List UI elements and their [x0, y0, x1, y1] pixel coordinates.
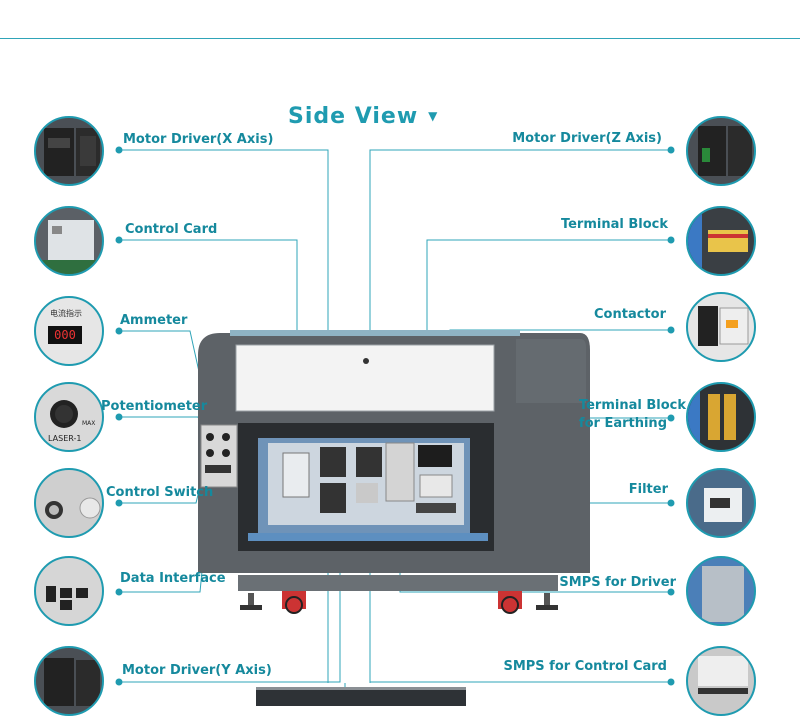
label-terminal-block-earthing: Terminal Block	[578, 398, 686, 413]
label-data-interface: Data Interface	[120, 571, 226, 586]
ammeter-reading: 000	[48, 326, 82, 344]
label-terminal-block: Terminal Block	[560, 217, 668, 232]
data-interface-thumbnail	[34, 556, 104, 626]
label-smps-control-card: SMPS for Control Card	[503, 659, 667, 674]
label-motor-driver-y: Motor Driver(Y Axis)	[122, 663, 272, 678]
label-filter: Filter	[628, 482, 668, 497]
motor-driver-z-thumbnail	[686, 116, 756, 186]
contactor-thumbnail	[686, 292, 756, 362]
potentiometer-thumbnail: LASER-1 MAX	[34, 382, 104, 452]
potentiometer-max-text: MAX	[82, 420, 96, 427]
label-motor-driver-x: Motor Driver(X Axis)	[123, 132, 274, 147]
smps-driver-thumbnail	[686, 556, 756, 626]
label-smps-driver: SMPS for Driver	[559, 575, 676, 590]
page-title: Side View▼	[288, 104, 439, 129]
label-contactor: Contactor	[594, 307, 666, 322]
terminal-block-earthing-thumbnail	[686, 382, 756, 452]
triangle-down-icon: ▼	[428, 109, 439, 123]
motor-driver-y-thumbnail	[34, 646, 104, 716]
control-card-thumbnail	[34, 206, 104, 276]
label-ammeter: Ammeter	[120, 313, 188, 328]
next-section-preview	[256, 687, 466, 706]
label-for-earthing: for Earthing	[578, 416, 667, 431]
label-control-card: Control Card	[125, 222, 218, 237]
potentiometer-panel-text: LASER-1	[48, 434, 82, 443]
control-switch-thumbnail	[34, 468, 104, 538]
laser-machine-illustration	[198, 330, 590, 614]
terminal-block-thumbnail	[686, 206, 756, 276]
label-motor-driver-z: Motor Driver(Z Axis)	[512, 131, 662, 146]
top-divider	[0, 38, 800, 39]
motor-driver-x-thumbnail	[34, 116, 104, 186]
label-potentiometer: Potentiometer	[101, 399, 208, 414]
filter-thumbnail	[686, 468, 756, 538]
smps-control-card-thumbnail	[686, 646, 756, 716]
ammeter-thumbnail: 电流指示 000	[34, 296, 104, 366]
label-control-switch: Control Switch	[106, 485, 214, 500]
ammeter-panel-text: 电流指示	[50, 309, 82, 318]
